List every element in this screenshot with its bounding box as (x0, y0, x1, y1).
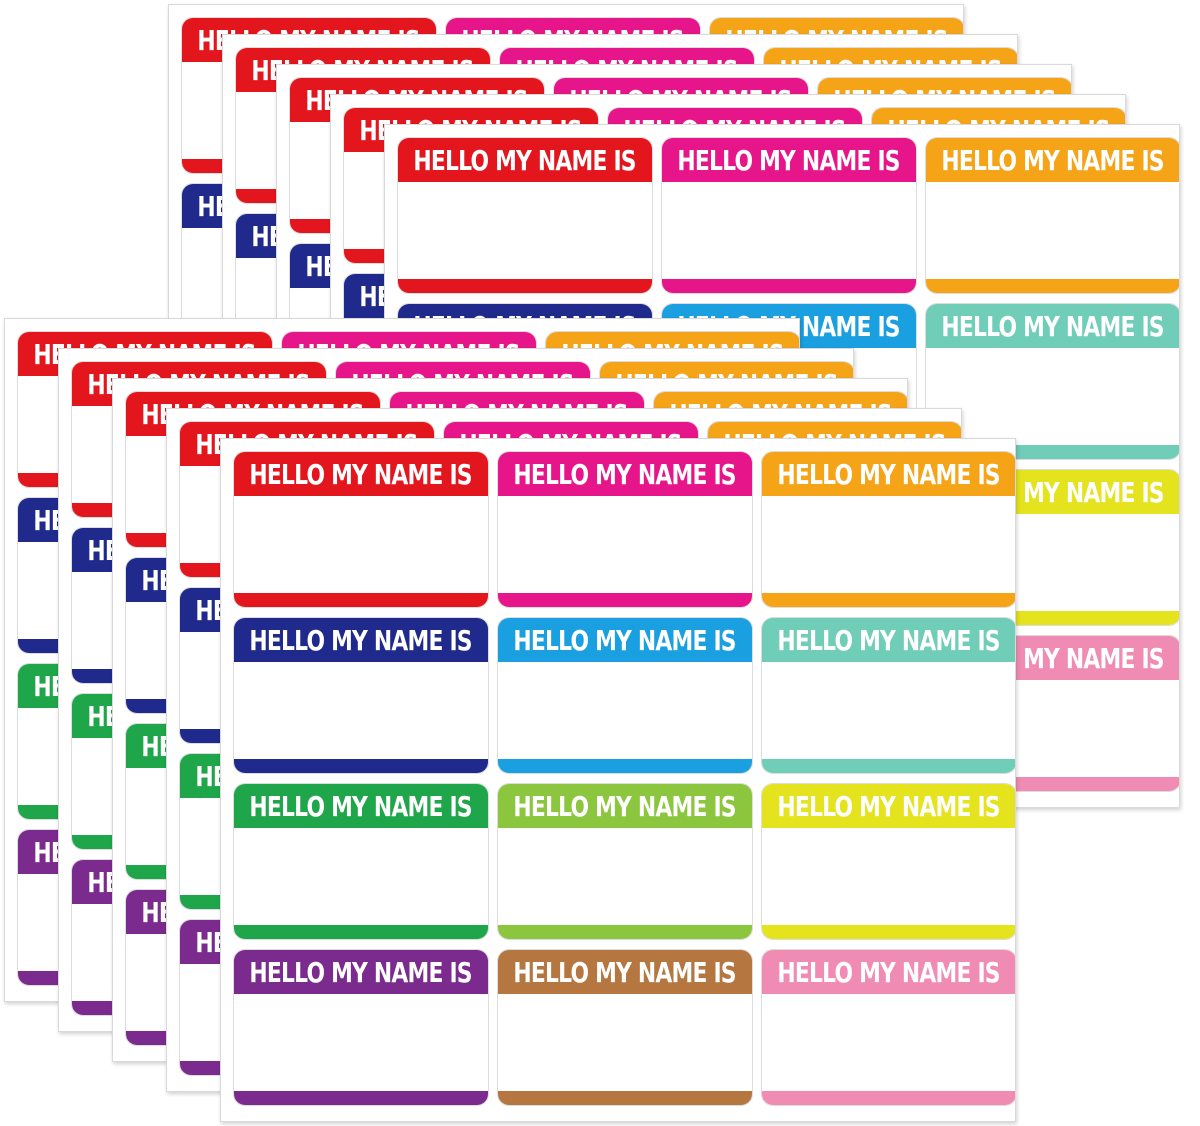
label-header-text: HELLO MY NAME IS (941, 309, 1165, 343)
label-header-text: HELLO MY NAME IS (513, 623, 737, 657)
name-tag-label-teal: HELLO MY NAME IS (925, 303, 1179, 460)
label-header: HELLO MY NAME IS (926, 304, 1179, 348)
label-footer-strip (498, 593, 752, 607)
name-tag-label-green: HELLO MY NAME IS (233, 783, 489, 940)
label-header-text: HELLO MY NAME IS (777, 789, 1001, 823)
name-tag-label-sky: HELLO MY NAME IS (497, 617, 753, 774)
name-tag-label-brown: HELLO MY NAME IS (497, 949, 753, 1106)
label-footer-strip (234, 1091, 488, 1105)
label-header: HELLO MY NAME IS (498, 784, 752, 828)
label-header-text: HELLO MY NAME IS (249, 955, 473, 989)
label-header-text: HELLO MY NAME IS (777, 955, 1001, 989)
name-tag-label-orange: HELLO MY NAME IS (761, 451, 1015, 608)
label-header-text: HELLO MY NAME IS (249, 457, 473, 491)
name-tag-label-magenta: HELLO MY NAME IS (497, 451, 753, 608)
name-tag-label-teal: HELLO MY NAME IS (761, 617, 1015, 774)
label-header: HELLO MY NAME IS (234, 784, 488, 828)
name-tag-label-pink: HELLO MY NAME IS (761, 949, 1015, 1106)
name-tag-label-red: HELLO MY NAME IS (397, 137, 653, 294)
label-footer-strip (398, 279, 652, 293)
label-header: HELLO MY NAME IS (498, 950, 752, 994)
label-header: HELLO MY NAME IS (762, 618, 1015, 662)
label-footer-strip (234, 593, 488, 607)
label-footer-strip (762, 1091, 1015, 1105)
label-footer-strip (762, 925, 1015, 939)
name-tag-label-navy: HELLO MY NAME IS (233, 617, 489, 774)
name-tag-label-magenta: HELLO MY NAME IS (661, 137, 917, 294)
label-header-text: HELLO MY NAME IS (413, 143, 637, 177)
label-header: HELLO MY NAME IS (762, 784, 1015, 828)
label-footer-strip (234, 925, 488, 939)
label-grid: HELLO MY NAME IS HELLO MY NAME IS HELLO MY… (233, 451, 1015, 1106)
label-header: HELLO MY NAME IS (398, 138, 652, 182)
label-header-text: HELLO MY NAME IS (249, 623, 473, 657)
label-footer-strip (234, 759, 488, 773)
label-footer-strip (926, 279, 1179, 293)
label-header: HELLO MY NAME IS (498, 618, 752, 662)
label-header: HELLO MY NAME IS (234, 950, 488, 994)
label-footer-strip (498, 759, 752, 773)
front-stack-sheet-5: HELLO MY NAME IS HELLO MY NAME IS HELLO MY… (220, 438, 1016, 1122)
label-header-text: HELLO MY NAME IS (677, 143, 901, 177)
name-tag-label-yellow: HELLO MY NAME IS (761, 783, 1015, 940)
label-header: HELLO MY NAME IS (762, 452, 1015, 496)
label-header: HELLO MY NAME IS (234, 618, 488, 662)
label-footer-strip (498, 925, 752, 939)
label-footer-strip (762, 759, 1015, 773)
label-header-text: HELLO MY NAME IS (513, 789, 737, 823)
label-header-text: HELLO MY NAME IS (777, 623, 1001, 657)
label-header-text: HELLO MY NAME IS (777, 457, 1001, 491)
name-tag-label-orange: HELLO MY NAME IS (925, 137, 1179, 294)
label-header: HELLO MY NAME IS (662, 138, 916, 182)
label-header: HELLO MY NAME IS (234, 452, 488, 496)
label-header-text: HELLO MY NAME IS (513, 955, 737, 989)
label-header: HELLO MY NAME IS (498, 452, 752, 496)
label-header-text: HELLO MY NAME IS (513, 457, 737, 491)
name-tag-label-red: HELLO MY NAME IS (233, 451, 489, 608)
label-header-text: HELLO MY NAME IS (249, 789, 473, 823)
name-tag-label-lime: HELLO MY NAME IS (497, 783, 753, 940)
label-footer-strip (662, 279, 916, 293)
label-header: HELLO MY NAME IS (762, 950, 1015, 994)
label-footer-strip (498, 1091, 752, 1105)
name-tag-label-purple: HELLO MY NAME IS (233, 949, 489, 1106)
label-header-text: HELLO MY NAME IS (941, 143, 1165, 177)
label-footer-strip (762, 593, 1015, 607)
label-header: HELLO MY NAME IS (926, 138, 1179, 182)
